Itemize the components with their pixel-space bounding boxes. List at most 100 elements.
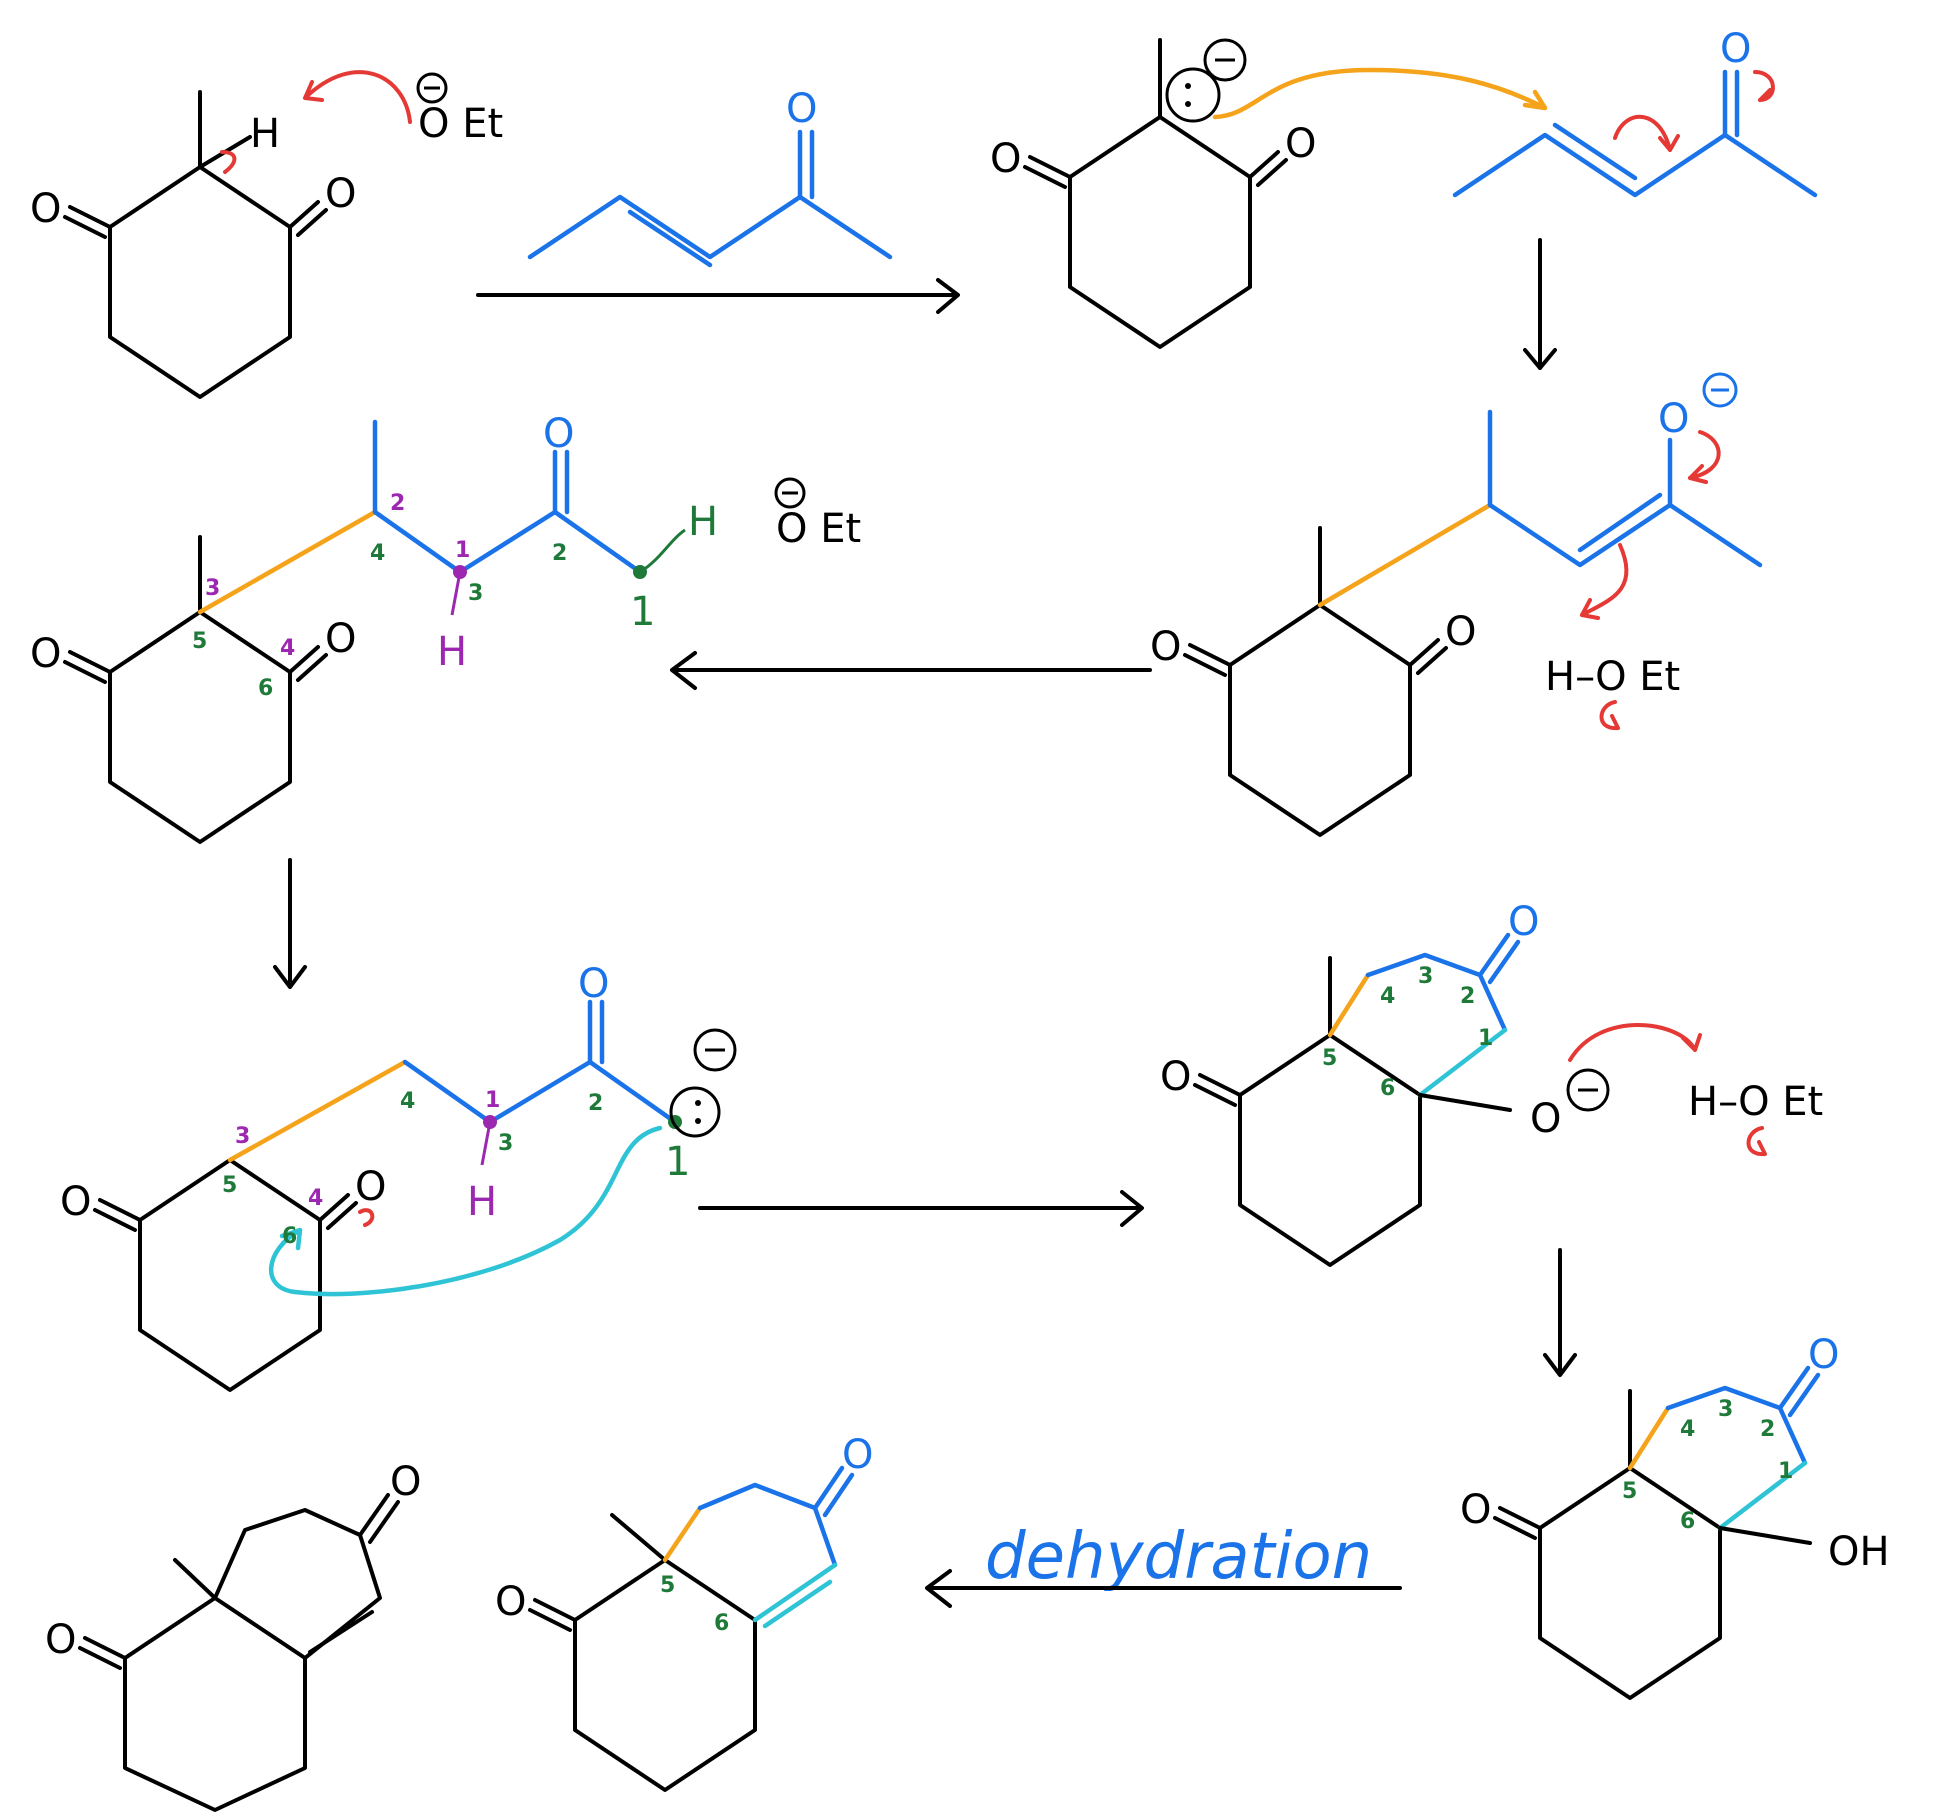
oxygen-label: O	[1508, 899, 1539, 945]
step4-michael-adduct: O O O H H O Et 3 5 4 6 2 4 1 3 2 1	[30, 411, 861, 844]
reaction-arrow-left	[925, 1569, 1402, 1608]
negative-charge-circle	[693, 1028, 737, 1072]
atom-number: 6	[258, 676, 273, 701]
step9-final-product: O O	[45, 1459, 421, 1812]
atom-number: 6	[1680, 1509, 1695, 1534]
reaction-arrow-left	[670, 651, 1152, 690]
negative-charge-circle	[1566, 1068, 1610, 1112]
atom-number: 2	[1460, 984, 1475, 1009]
atom-number: 4	[1380, 984, 1395, 1009]
oxygen-label: O	[1720, 26, 1751, 72]
reaction-arrow-down	[1543, 1248, 1577, 1377]
step1-diketone: O O H O Et	[30, 70, 503, 399]
atom-number: 1	[665, 1139, 690, 1185]
step5-enolate-aldol: O O O H 3 5 4 6 4 1 3 2 1	[60, 961, 737, 1392]
step7-aldol-alcohol: O O OH 5 6 4 3 2 1	[1460, 1332, 1890, 1700]
oxygen-label: O	[578, 961, 609, 1007]
step6-alkoxide: O O O H–O Et 5 6 4 3 2 1	[1160, 899, 1823, 1267]
atom-number: 6	[282, 1224, 297, 1249]
atom-number: 3	[235, 1124, 250, 1149]
hydrogen-label: H	[688, 499, 718, 545]
alkoxide-oxygen: O	[1530, 1096, 1561, 1142]
reagent-enone: O	[527, 86, 893, 268]
atom-number: 1	[1778, 1459, 1793, 1484]
oxygen-label: O	[60, 1179, 91, 1225]
reaction-arrow-down	[273, 858, 307, 989]
oxygen-label: O	[45, 1617, 76, 1663]
oxygen-label: O	[1150, 624, 1181, 670]
oxygen-label: O	[1658, 396, 1689, 442]
negative-charge-circle	[416, 72, 448, 104]
atom-number: 1	[485, 1088, 500, 1113]
atom-number: 4	[280, 636, 295, 661]
negative-charge-circle	[1203, 38, 1247, 82]
michael-attack-arrow	[1212, 67, 1548, 120]
atom-number: 1	[1478, 1026, 1493, 1051]
atom-number: 4	[400, 1089, 415, 1114]
atom-number: 6	[1380, 1076, 1395, 1101]
reaction-arrow-right	[698, 1190, 1144, 1227]
atom-number: 1	[630, 589, 655, 635]
reaction-arrow-down	[1523, 238, 1557, 370]
step2-enone: O	[1452, 26, 1818, 198]
oxygen-label: O	[30, 186, 61, 232]
ethanol-label: H–O Et	[1688, 1079, 1823, 1125]
carbonyl-arrow	[358, 1208, 375, 1227]
oxygen-label: O	[30, 631, 61, 677]
ethoxide-label: O Et	[418, 101, 503, 147]
atom-number: 5	[192, 629, 207, 654]
oxygen-label: O	[325, 616, 356, 662]
atom-number: 5	[222, 1173, 237, 1198]
step2-enolate: O O	[990, 38, 1548, 349]
hydrogen-label: H	[467, 1179, 497, 1225]
oxygen-label: O	[355, 1164, 386, 1210]
atom-number: 3	[205, 576, 220, 601]
atom-number: 1	[455, 538, 470, 563]
atom-number: 6	[714, 1611, 729, 1636]
hydrogen-label: H	[250, 111, 280, 157]
pi-shift-arrow	[1613, 114, 1680, 152]
ethanol-label: H–O Et	[1545, 654, 1680, 700]
step8-enone-colored: O O 5 6	[495, 1432, 873, 1792]
protonation-arrow	[1580, 543, 1629, 620]
atom-number: 2	[588, 1091, 603, 1116]
lone-pair-circle	[669, 1086, 721, 1138]
bond-electrons-arrow	[220, 150, 237, 174]
atom-number: 2	[390, 491, 405, 516]
atom-number: 3	[498, 1131, 513, 1156]
atom-number: 5	[660, 1573, 675, 1598]
oxygen-label: O	[786, 86, 817, 132]
protonation-arrow	[1568, 1023, 1702, 1062]
atom-number: 4	[308, 1186, 323, 1211]
oxygen-label: O	[390, 1459, 421, 1505]
atom-number: 3	[1418, 964, 1433, 989]
atom-number: 4	[370, 541, 385, 566]
hydroxyl-label: OH	[1828, 1529, 1890, 1575]
oh-bond-arrow	[1746, 1126, 1767, 1157]
atom-number: 3	[1718, 1397, 1733, 1422]
oxygen-label: O	[990, 136, 1021, 182]
oxygen-label: O	[1285, 121, 1316, 167]
negative-charge-circle	[1702, 372, 1738, 408]
oxygen-label: O	[1808, 1332, 1839, 1378]
aldol-attack-arrow	[268, 1125, 663, 1297]
atom-number: 3	[468, 581, 483, 606]
oxygen-label: O	[495, 1579, 526, 1625]
carbonyl-arrow	[1753, 70, 1775, 102]
ethoxide-label: O Et	[776, 506, 861, 552]
negative-charge-circle	[774, 477, 806, 509]
hydrogen-label: H	[437, 629, 467, 675]
dehydration-label: dehydration	[985, 1520, 1372, 1594]
oxygen-label: O	[842, 1432, 873, 1478]
reaction-arrow-right	[476, 278, 960, 314]
oxygen-label: O	[325, 171, 356, 217]
oxygen-label: O	[1445, 609, 1476, 655]
oxygen-label: O	[1160, 1054, 1191, 1100]
deprotonation-arrow	[303, 70, 412, 124]
atom-number: 4	[1680, 1417, 1695, 1442]
oxygen-label: O	[543, 411, 574, 457]
lone-pair-circle	[1165, 67, 1221, 123]
atom-number: 5	[1622, 1479, 1637, 1504]
atom-number: 2	[1760, 1417, 1775, 1442]
